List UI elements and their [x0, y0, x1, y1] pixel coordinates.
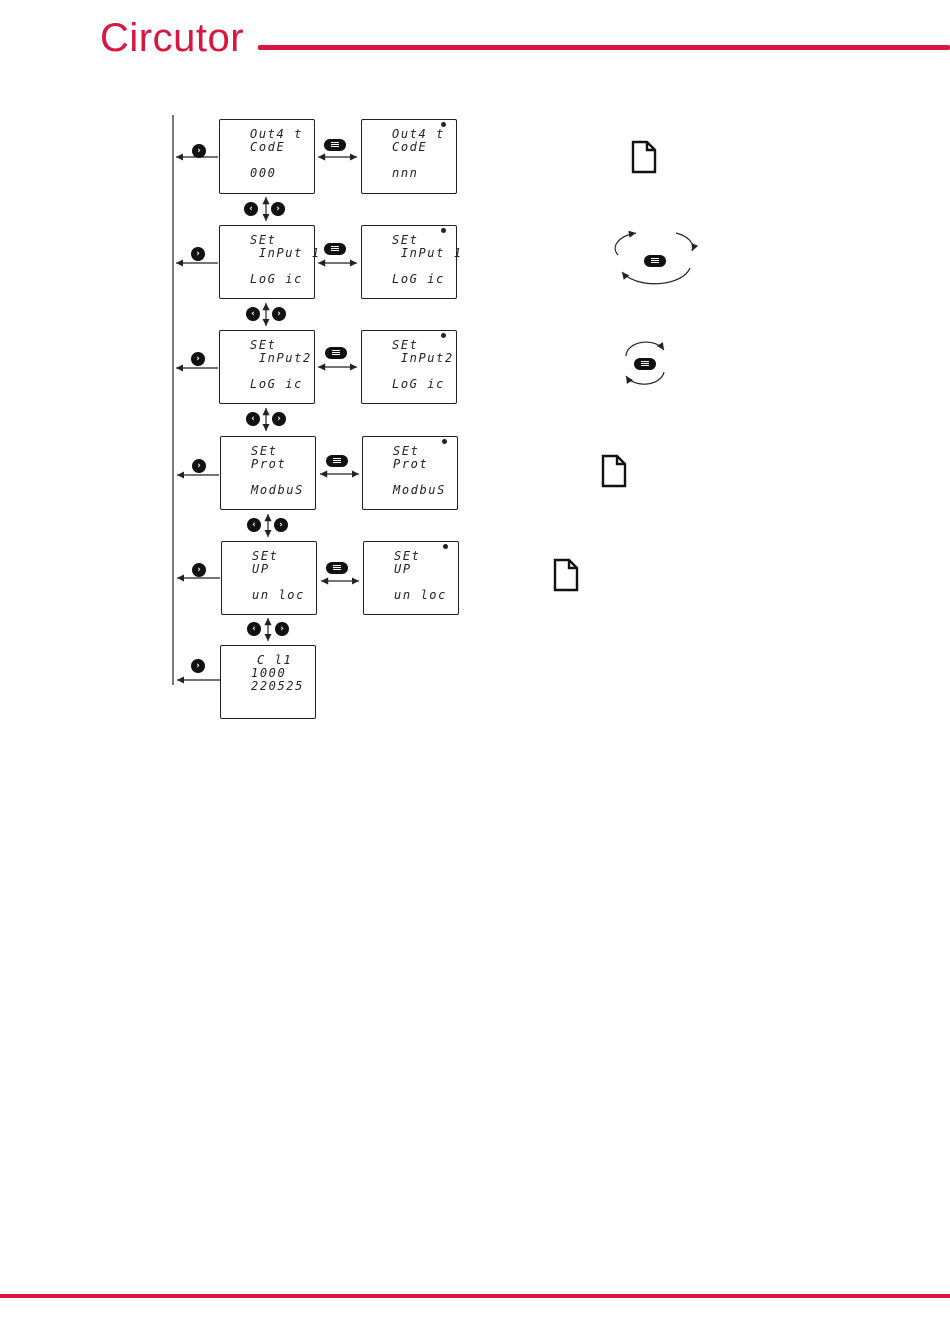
footer-rule	[0, 1294, 950, 1298]
screen-line: InPut 1	[250, 247, 321, 260]
chevron-left-icon: ‹	[247, 518, 261, 532]
chevron-right-icon: ›	[272, 412, 286, 426]
screen-protocol-edit: SEt Prot ModbuS	[362, 436, 458, 510]
edit-indicator-icon	[441, 228, 446, 233]
menu-button-icon	[324, 243, 346, 255]
chevron-right-icon: ›	[275, 622, 289, 636]
document-icon	[631, 140, 657, 174]
chevron-right-icon: ›	[191, 659, 205, 673]
chevron-right-icon: ›	[191, 352, 205, 366]
screen-line: ModbuS	[393, 484, 446, 497]
chevron-right-icon: ›	[192, 459, 206, 473]
screen-output-code-edit: Out4 t CodE nnn	[361, 119, 457, 194]
screen-line: InPut2	[392, 352, 454, 365]
screen-line: ModbuS	[251, 484, 304, 497]
menu-button-icon	[325, 347, 347, 359]
chevron-left-icon: ‹	[246, 412, 260, 426]
screen-line: nnn	[392, 167, 418, 180]
screen-protocol: SEt Prot ModbuS	[220, 436, 316, 510]
chevron-right-icon: ›	[274, 518, 288, 532]
flow-connectors	[0, 0, 950, 760]
screen-line: UP	[252, 563, 270, 576]
chevron-left-icon: ‹	[246, 307, 260, 321]
menu-button-icon	[326, 455, 348, 467]
chevron-right-icon: ›	[192, 144, 206, 158]
edit-indicator-icon	[443, 544, 448, 549]
screen-line: LoG ic	[392, 378, 445, 391]
edit-indicator-icon	[442, 439, 447, 444]
menu-button-icon	[324, 139, 346, 151]
screen-setup-unlock-edit: SEt UP un loc	[363, 541, 459, 615]
screen-input1-logic-edit: SEt InPut 1 LoG ic	[361, 225, 457, 299]
menu-button-icon	[634, 358, 656, 370]
screen-line: Prot	[251, 458, 286, 471]
screen-line: Prot	[393, 458, 428, 471]
menu-button-icon	[326, 562, 348, 574]
screen-line: UP	[394, 563, 412, 576]
screen-input1-logic: SEt InPut 1 LoG ic	[219, 225, 315, 299]
chevron-left-icon: ‹	[247, 622, 261, 636]
screen-line: LoG ic	[392, 273, 445, 286]
screen-line: un loc	[252, 589, 305, 602]
screen-line: 220525	[251, 680, 304, 693]
screen-line: InPut 1	[392, 247, 463, 260]
edit-indicator-icon	[441, 333, 446, 338]
screen-device-info: C l1 1000 220525	[220, 645, 316, 719]
screen-output-code: Out4 t CodE 000	[219, 119, 315, 194]
screen-line: InPut2	[250, 352, 312, 365]
menu-button-icon	[644, 255, 666, 267]
screen-setup-unlock: SEt UP un loc	[221, 541, 317, 615]
screen-input2-logic-edit: SEt InPut2 LoG ic	[361, 330, 457, 404]
screen-line: CodE	[250, 141, 285, 154]
screen-input2-logic: SEt InPut2 LoG ic	[219, 330, 315, 404]
chevron-left-icon: ‹	[244, 202, 258, 216]
screen-line: un loc	[394, 589, 447, 602]
screen-line: 000	[250, 167, 276, 180]
screen-line: CodE	[392, 141, 427, 154]
chevron-right-icon: ›	[272, 307, 286, 321]
screen-line: LoG ic	[250, 378, 303, 391]
chevron-right-icon: ›	[192, 563, 206, 577]
document-icon	[553, 558, 579, 592]
document-icon	[601, 454, 627, 488]
chevron-right-icon: ›	[191, 247, 205, 261]
chevron-right-icon: ›	[271, 202, 285, 216]
screen-line: LoG ic	[250, 273, 303, 286]
